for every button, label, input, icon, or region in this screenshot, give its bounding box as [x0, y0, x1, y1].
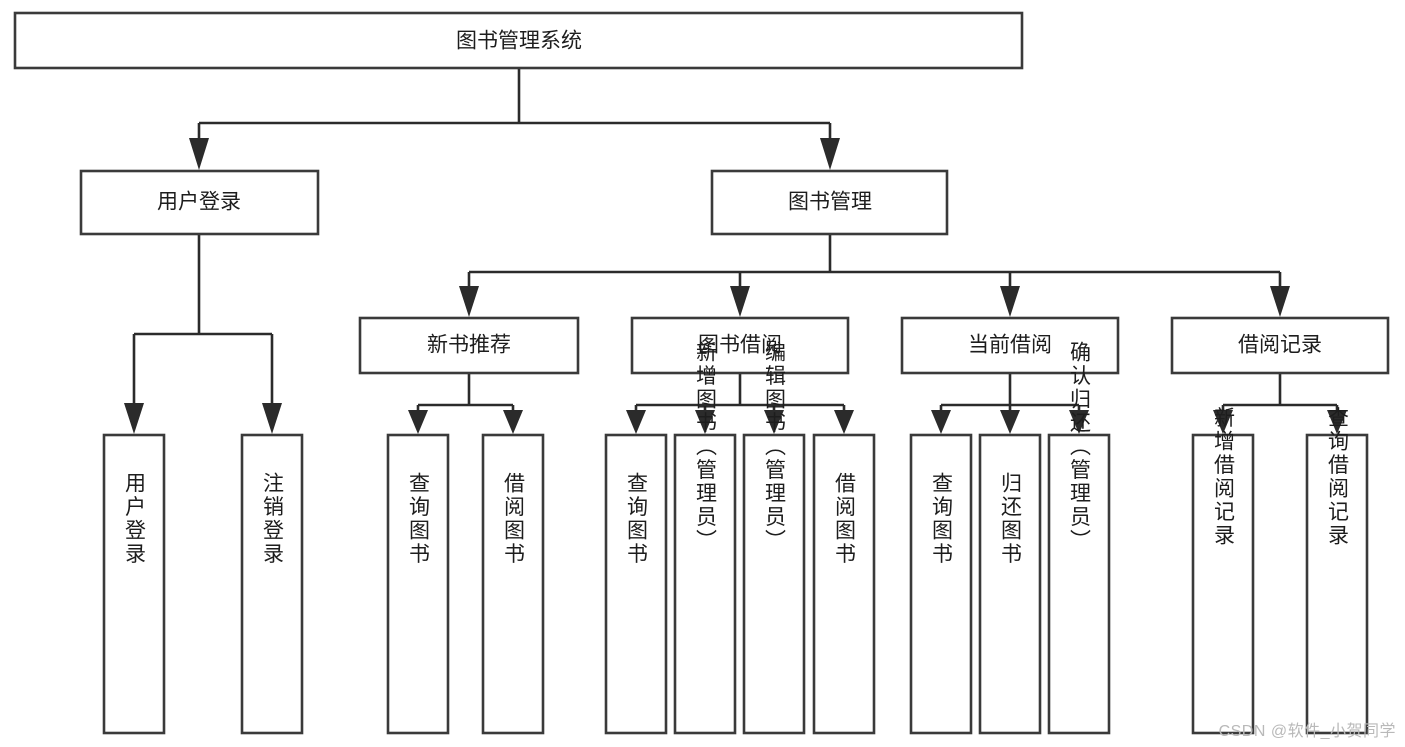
node-leaf-query-book-1-label: 查询图书: [407, 472, 431, 566]
arrow-head-icon: [730, 286, 750, 317]
node-leaf-query-book-3[interactable]: 查询图书: [909, 433, 973, 735]
arrow-head-icon: [262, 403, 282, 434]
arrow-head-icon: [820, 138, 840, 170]
node-leaf-confirm-return-label: 确认归还（管理员）: [1068, 341, 1092, 553]
node-root-box[interactable]: [13, 11, 1024, 70]
arrow-head-icon: [764, 410, 784, 434]
node-leaf-query-book-2-box[interactable]: [604, 433, 668, 735]
node-book-borrow-label: 图书借阅: [698, 334, 782, 357]
node-book-borrow-box[interactable]: [630, 316, 850, 375]
node-leaf-user-login-label: 用户登录: [123, 472, 147, 566]
node-new-book-recommend-label: 新书推荐: [427, 334, 511, 357]
node-borrow-record-label: 借阅记录: [1238, 334, 1322, 357]
arrow-head-icon: [1069, 410, 1089, 434]
node-leaf-borrow-book-2[interactable]: 借阅图书: [812, 433, 876, 735]
node-current-borrow[interactable]: 当前借阅: [900, 316, 1120, 375]
node-leaf-borrow-book-2-box[interactable]: [812, 433, 876, 735]
arrow-head-icon: [931, 410, 951, 434]
node-leaf-query-book-1[interactable]: 查询图书: [386, 433, 450, 735]
node-root-label: 图书管理系统: [456, 30, 582, 53]
arrow-head-icon: [459, 286, 479, 317]
node-leaf-query-record-box[interactable]: [1305, 433, 1369, 735]
node-leaf-query-record[interactable]: 查询借阅记录: [1305, 407, 1369, 735]
arrow-head-icon: [695, 410, 715, 434]
node-book-manage-box[interactable]: [710, 169, 949, 236]
node-root[interactable]: 图书管理系统: [13, 11, 1024, 70]
arrow-head-icon: [408, 410, 428, 434]
node-leaf-logout-label: 注销登录: [261, 472, 285, 566]
node-leaf-borrow-book-1[interactable]: 借阅图书: [481, 433, 545, 735]
arrow-head-icon: [1213, 410, 1233, 434]
node-leaf-edit-book[interactable]: 编辑图书（管理员）: [742, 341, 806, 735]
node-leaf-return-book-box[interactable]: [978, 433, 1042, 735]
arrow-head-icon: [834, 410, 854, 434]
node-leaf-query-book-3-label: 查询图书: [930, 472, 954, 566]
node-leaf-user-login-box[interactable]: [102, 433, 166, 735]
node-book-manage-label: 图书管理: [788, 191, 872, 214]
node-leaf-add-record-box[interactable]: [1191, 433, 1255, 735]
node-leaf-borrow-book-1-box[interactable]: [481, 433, 545, 735]
node-leaf-edit-book-box[interactable]: [742, 433, 806, 735]
arrow-head-icon: [1000, 410, 1020, 434]
node-leaf-edit-book-label: 编辑图书（管理员）: [763, 341, 787, 553]
node-leaf-query-record-label: 查询借阅记录: [1326, 407, 1350, 548]
node-book-borrow[interactable]: 图书借阅: [630, 316, 850, 375]
node-book-manage[interactable]: 图书管理: [710, 169, 949, 236]
node-leaf-return-book-label: 归还图书: [999, 472, 1023, 566]
node-leaf-user-login[interactable]: 用户登录: [102, 433, 166, 735]
node-new-book-recommend-box[interactable]: [358, 316, 580, 375]
node-current-borrow-box[interactable]: [900, 316, 1120, 375]
node-user-login-box[interactable]: [79, 169, 320, 236]
node-borrow-record-box[interactable]: [1170, 316, 1390, 375]
arrow-head-icon: [1000, 286, 1020, 317]
node-user-login-label: 用户登录: [157, 191, 241, 214]
node-leaf-confirm-return[interactable]: 确认归还（管理员）: [1047, 341, 1111, 735]
arrow-head-icon: [503, 410, 523, 434]
node-leaf-query-book-2-label: 查询图书: [625, 472, 649, 566]
node-leaf-add-book-box[interactable]: [673, 433, 737, 735]
node-leaf-logout[interactable]: 注销登录: [240, 433, 304, 735]
node-leaf-confirm-return-box[interactable]: [1047, 433, 1111, 735]
node-leaf-logout-box[interactable]: [240, 433, 304, 735]
connector-layer: [124, 68, 1347, 434]
node-borrow-record[interactable]: 借阅记录: [1170, 316, 1390, 375]
node-leaf-query-book-2[interactable]: 查询图书: [604, 433, 668, 735]
node-leaf-add-book[interactable]: 新增图书（管理员）: [673, 341, 737, 735]
arrow-head-icon: [189, 138, 209, 170]
arrow-head-icon: [626, 410, 646, 434]
node-leaf-borrow-book-2-label: 借阅图书: [833, 472, 857, 566]
node-leaf-add-book-label: 新增图书（管理员）: [694, 341, 718, 553]
node-leaf-return-book[interactable]: 归还图书: [978, 433, 1042, 735]
node-leaf-query-book-3-box[interactable]: [909, 433, 973, 735]
node-leaf-add-record-label: 新增借阅记录: [1212, 407, 1236, 548]
node-leaf-borrow-book-1-label: 借阅图书: [502, 472, 526, 566]
node-leaf-add-record[interactable]: 新增借阅记录: [1191, 407, 1255, 735]
node-current-borrow-label: 当前借阅: [968, 334, 1052, 357]
arrow-head-icon: [1270, 286, 1290, 317]
node-new-book-recommend[interactable]: 新书推荐: [358, 316, 580, 375]
node-user-login[interactable]: 用户登录: [79, 169, 320, 236]
arrow-head-icon: [1327, 410, 1347, 434]
node-leaf-query-book-1-box[interactable]: [386, 433, 450, 735]
arrow-head-icon: [124, 403, 144, 434]
